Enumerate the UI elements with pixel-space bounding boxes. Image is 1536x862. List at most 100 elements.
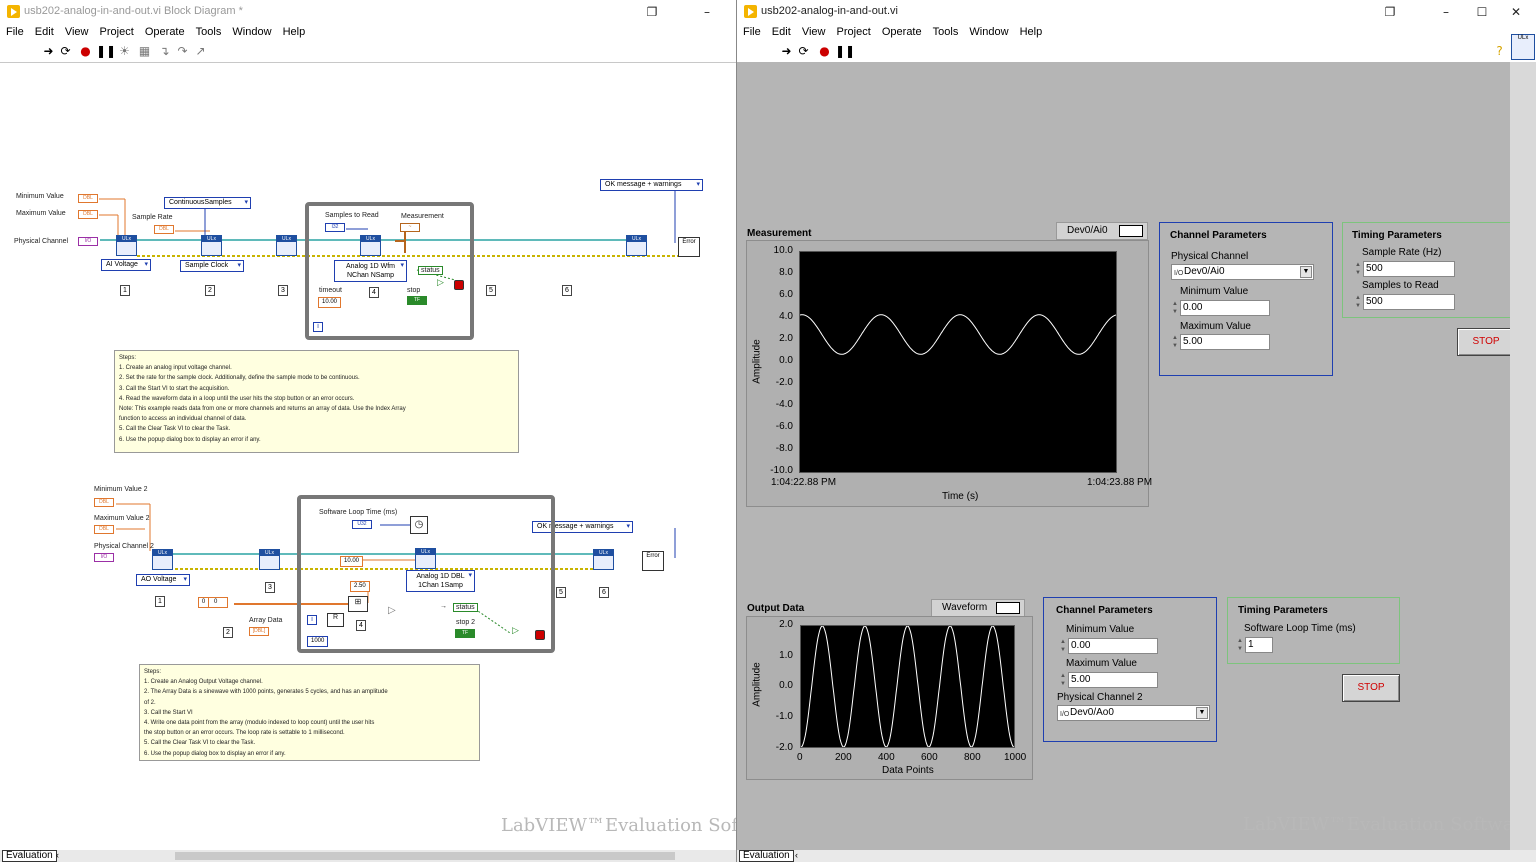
minimize-icon[interactable]: – [1435, 3, 1457, 21]
start-ao-task-vi-icon[interactable] [259, 549, 280, 570]
pause-icon[interactable]: ❚❚ [96, 45, 109, 58]
abort-icon[interactable]: ● [79, 45, 92, 58]
menu-window[interactable]: Window [963, 24, 1008, 38]
increment-decrement-icon[interactable]: ▲▼ [1235, 637, 1245, 653]
run-arrow-icon[interactable]: ➜ [780, 45, 793, 58]
menu-project[interactable]: Project [94, 24, 134, 38]
min-value-2-terminal[interactable]: DBL [94, 498, 114, 507]
menu-edit[interactable]: Edit [29, 24, 54, 38]
menu-operate[interactable]: Operate [876, 24, 922, 38]
stop-2-button[interactable]: STOP [1342, 674, 1400, 702]
stop-2-terminal[interactable]: TF [455, 629, 475, 638]
stop-button[interactable]: STOP [1457, 328, 1515, 356]
step-into-icon[interactable]: ↴ [158, 45, 171, 58]
quotient-remainder-icon[interactable]: R [327, 613, 344, 627]
menu-help[interactable]: Help [277, 24, 306, 38]
const-1000[interactable]: 1000 [307, 636, 328, 647]
close-icon[interactable]: ✕ [1505, 3, 1527, 21]
ao-voltage-ring[interactable]: AO Voltage [136, 574, 190, 586]
increment-decrement-icon[interactable]: ▲▼ [1353, 261, 1363, 277]
menu-project[interactable]: Project [831, 24, 871, 38]
fp-titlebar[interactable]: usb202-analog-in-and-out.vi ❐ – ☐ ✕ [737, 0, 1536, 24]
minimum-value-control[interactable]: ▲▼ 0.00 [1170, 300, 1270, 316]
menu-file[interactable]: File [737, 24, 761, 38]
measurement-plot-legend[interactable]: Dev0/Ai0 [1056, 222, 1148, 240]
create-ao-channel-vi-icon[interactable] [152, 549, 173, 570]
minimum-value-2-control[interactable]: ▲▼ 0.00 [1058, 638, 1158, 654]
highlight-execution-icon[interactable]: ☀ [118, 45, 131, 58]
increment-decrement-icon[interactable]: ▲▼ [1170, 334, 1180, 350]
physical-channel-2-dropdown[interactable]: I/O Dev0/Ao0 ▼ [1057, 705, 1210, 721]
const-2-50[interactable]: 2.50 [350, 581, 370, 592]
maximum-value-input[interactable]: 5.00 [1180, 334, 1270, 350]
step-over-icon[interactable]: ↷ [176, 45, 189, 58]
pause-icon[interactable]: ❚❚ [835, 45, 848, 58]
samples-to-read-control[interactable]: ▲▼ 500 [1353, 294, 1455, 310]
physical-channel-2-terminal[interactable]: I/O [94, 553, 114, 562]
increment-decrement-icon[interactable]: ▲▼ [1058, 672, 1068, 688]
menu-operate[interactable]: Operate [139, 24, 185, 38]
context-help-icon[interactable]: ? [1493, 45, 1506, 58]
wait-ms-icon[interactable]: ◷ [410, 516, 428, 534]
bd-evaluation-tab[interactable]: Evaluation [2, 850, 57, 862]
menu-tools[interactable]: Tools [190, 24, 222, 38]
maximum-value-control[interactable]: ▲▼ 5.00 [1170, 334, 1270, 350]
fp-vertical-scrollbar[interactable] [1510, 62, 1536, 850]
multiply-icon[interactable]: ▷ [388, 605, 396, 616]
write-vi-icon[interactable] [415, 548, 436, 569]
step-out-icon[interactable]: ↗ [194, 45, 207, 58]
ao-or-function-icon[interactable]: ▷ [512, 625, 519, 636]
output-plot-area[interactable] [800, 625, 1015, 748]
restore-icon[interactable]: ❐ [641, 3, 663, 21]
bd-scroll-left-icon[interactable]: ‹ [56, 850, 59, 860]
samples-to-read-input[interactable]: 500 [1363, 294, 1455, 310]
run-continuously-icon[interactable]: ⟳ [797, 45, 810, 58]
measurement-plot-area[interactable] [799, 251, 1117, 473]
minimum-value-input[interactable]: 0.00 [1180, 300, 1270, 316]
array-data-terminal[interactable]: [DBL] [249, 627, 269, 636]
measurement-graph[interactable]: 10.0 8.0 6.0 4.0 2.0 0.0 -2.0 -4.0 -6.0 … [746, 240, 1149, 507]
fp-scroll-left-icon[interactable]: ‹ [795, 850, 798, 860]
menu-view[interactable]: View [59, 24, 89, 38]
restore-icon[interactable]: ❐ [1379, 3, 1401, 21]
clear-ao-task-vi-icon[interactable] [593, 549, 614, 570]
run-arrow-icon[interactable]: ➜ [42, 45, 55, 58]
maximize-icon[interactable]: ☐ [1471, 3, 1493, 21]
const-10[interactable]: 10.00 [340, 556, 363, 567]
write-polymorphic-selector[interactable]: Analog 1D DBL 1Chan 1Samp [406, 570, 475, 592]
index-array-icon[interactable]: ⊞ [348, 596, 368, 612]
maximum-value-2-input[interactable]: 5.00 [1068, 672, 1158, 688]
output-graph[interactable]: 2.0 1.0 0.0 -1.0 -2.0 Amplitude 0 200 40… [746, 616, 1033, 780]
sample-rate-input[interactable]: 500 [1363, 261, 1455, 277]
ao-loop-condition-icon[interactable] [535, 630, 545, 640]
menu-help[interactable]: Help [1014, 24, 1043, 38]
block-diagram-canvas[interactable]: Minimum Value Maximum Value Physical Cha… [0, 62, 736, 850]
bd-titlebar[interactable]: usb202-analog-in-and-out.vi Block Diagra… [0, 0, 736, 24]
increment-decrement-icon[interactable]: ▲▼ [1058, 638, 1068, 654]
run-continuously-icon[interactable]: ⟳ [59, 45, 72, 58]
software-loop-time-terminal[interactable]: U32 [352, 520, 372, 529]
minimize-icon[interactable]: – [696, 3, 718, 21]
fp-evaluation-tab[interactable]: Evaluation [739, 850, 794, 862]
menu-edit[interactable]: Edit [766, 24, 791, 38]
menu-window[interactable]: Window [226, 24, 271, 38]
retain-wire-values-icon[interactable]: ▦ [138, 45, 151, 58]
array-const[interactable]: 0 0 [198, 597, 228, 608]
increment-decrement-icon[interactable]: ▲▼ [1353, 294, 1363, 310]
increment-decrement-icon[interactable]: ▲▼ [1170, 300, 1180, 316]
chevron-down-icon[interactable]: ▼ [1300, 266, 1312, 278]
software-loop-time-control[interactable]: ▲▼ 1 [1235, 637, 1273, 653]
output-plot-legend[interactable]: Waveform [931, 599, 1025, 617]
software-loop-time-input[interactable]: 1 [1245, 637, 1273, 653]
chevron-down-icon[interactable]: ▼ [1196, 707, 1208, 719]
menu-view[interactable]: View [796, 24, 826, 38]
menu-tools[interactable]: Tools [927, 24, 959, 38]
abort-icon[interactable]: ● [818, 45, 831, 58]
maximum-value-2-control[interactable]: ▲▼ 5.00 [1058, 672, 1158, 688]
error-dialog-2-icon[interactable]: Error [642, 551, 664, 571]
bd-horizontal-scrollbar[interactable] [175, 852, 675, 860]
minimum-value-2-input[interactable]: 0.00 [1068, 638, 1158, 654]
menu-file[interactable]: File [0, 24, 24, 38]
sample-rate-control[interactable]: ▲▼ 500 [1353, 261, 1455, 277]
max-value-2-terminal[interactable]: DBL [94, 525, 114, 534]
